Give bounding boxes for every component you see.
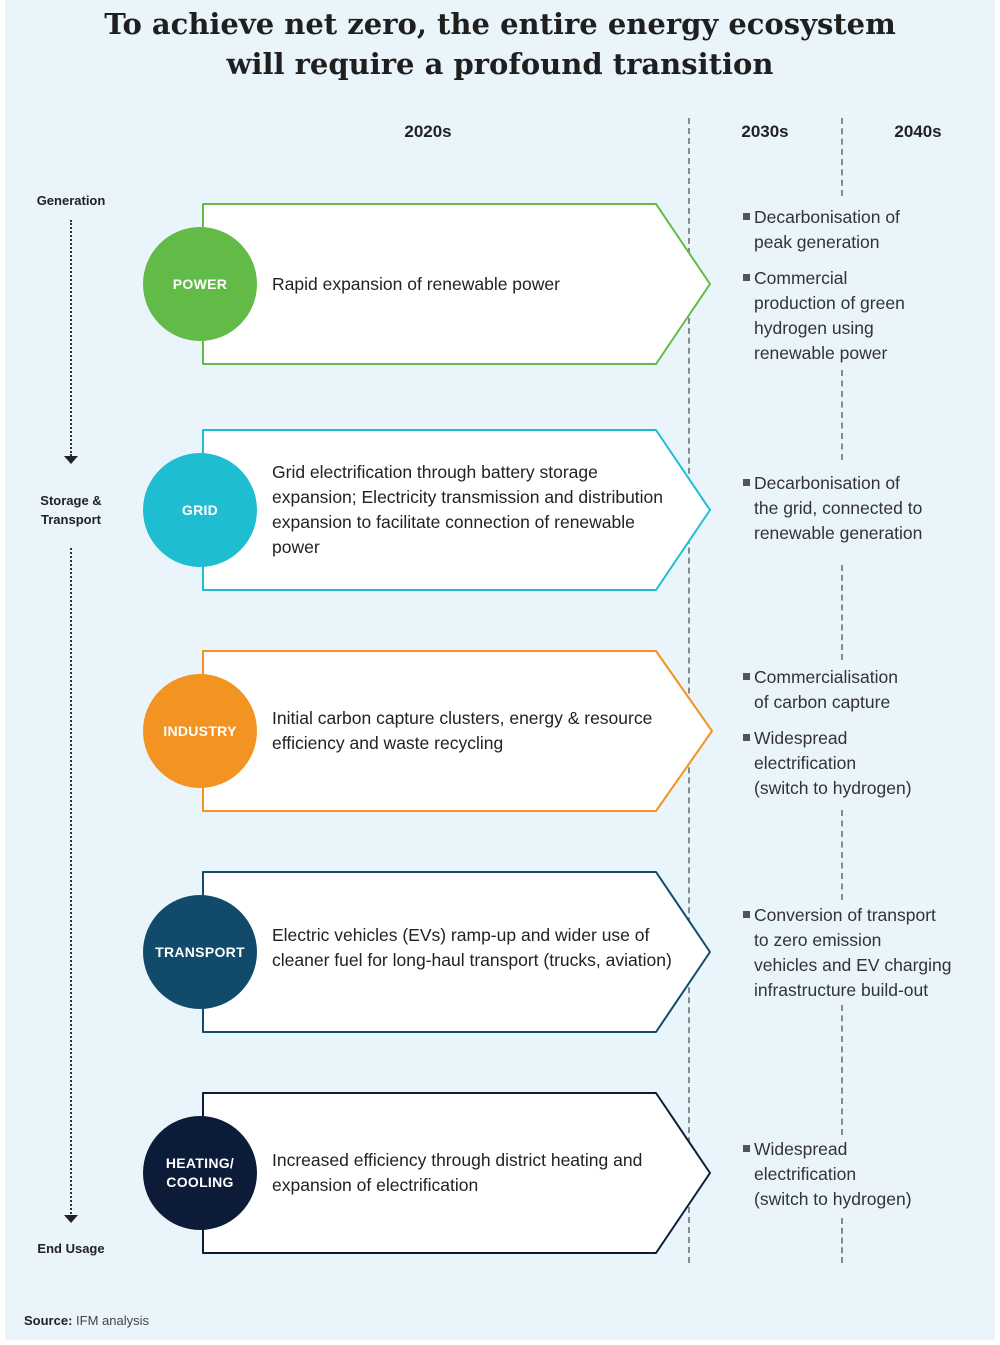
flow-dotted-line — [70, 548, 72, 1214]
source-text: IFM analysis — [76, 1313, 149, 1328]
grid-description: Grid electrification through battery sto… — [272, 462, 664, 557]
heating-description: Increased efficiency through district he… — [272, 1150, 643, 1195]
divider-2030s-2040s-segment — [841, 118, 843, 196]
list-item: Widespread electrification (switch to hy… — [742, 1137, 972, 1212]
title-line-2: will require a profound transition — [226, 47, 774, 81]
flow-arrow-down-icon — [64, 1215, 78, 1223]
grid-2020s-text: Grid electrification through battery sto… — [272, 460, 672, 560]
power-circle: POWER — [143, 227, 257, 341]
divider-2030s-2040s-segment — [841, 1218, 843, 1263]
power-description: Rapid expansion of renewable power — [272, 273, 560, 294]
power-label: POWER — [172, 275, 228, 292]
grid-label: GRID — [181, 501, 219, 518]
divider-2020s-2030s — [688, 118, 690, 1263]
column-header-2020s: 2020s — [404, 122, 452, 141]
grid-later-list: Decarbonisation of the grid, connected t… — [742, 471, 972, 557]
flow-label-generation: Generation — [36, 193, 106, 208]
heating-later-list: Widespread electrification (switch to hy… — [742, 1137, 972, 1223]
divider-2030s-2040s-segment — [841, 1005, 843, 1135]
transport-2020s-text: Electric vehicles (EVs) ramp-up and wide… — [272, 898, 672, 998]
list-item: Decarbonisation of the grid, connected t… — [742, 471, 972, 546]
power-2020s-text: Rapid expansion of renewable power — [272, 234, 672, 334]
heating-cooling-label: HEATING/ COOLING — [165, 1155, 235, 1190]
column-header-2030s: 2030s — [741, 122, 789, 141]
page-title: To achieve net zero, the entire energy e… — [0, 4, 1000, 84]
source-note: Source: IFM analysis — [24, 1313, 149, 1328]
flow-label-storage-line2: Transport — [41, 512, 101, 527]
heating-2020s-text: Increased efficiency through district he… — [272, 1123, 672, 1223]
source-label: Source: — [24, 1313, 73, 1328]
list-item: Commercialisation of carbon capture — [742, 665, 972, 715]
flow-label-end-usage: End Usage — [37, 1241, 105, 1256]
industry-description: Initial carbon capture clusters, energy … — [272, 708, 653, 753]
industry-2020s-text: Initial carbon capture clusters, energy … — [272, 681, 672, 781]
transport-label: TRANSPORT — [155, 943, 245, 960]
transport-circle: TRANSPORT — [143, 895, 257, 1009]
list-item: Commercial production of green hydrogen … — [742, 266, 972, 366]
industry-later-list: Commercialisation of carbon capture Wide… — [742, 665, 972, 812]
divider-2030s-2040s-segment — [841, 565, 843, 660]
power-later-list: Decarbonisation of peak generation Comme… — [742, 205, 972, 377]
industry-label: INDUSTRY — [163, 722, 237, 739]
divider-2030s-2040s-segment — [841, 810, 843, 900]
flow-label-storage-transport: Storage & Transport — [21, 491, 121, 529]
title-line-1: To achieve net zero, the entire energy e… — [104, 7, 896, 41]
flow-label-storage-line1: Storage & — [40, 493, 102, 508]
column-header-2040s: 2040s — [894, 122, 942, 141]
list-item: Widespread electrification (switch to hy… — [742, 726, 972, 801]
flow-dotted-line — [70, 220, 72, 456]
divider-2030s-2040s-segment — [841, 370, 843, 460]
flow-arrow-down-icon — [64, 456, 78, 464]
grid-circle: GRID — [143, 453, 257, 567]
heating-cooling-circle: HEATING/ COOLING — [143, 1116, 257, 1230]
list-item: Decarbonisation of peak generation — [742, 205, 972, 255]
transport-later-list: Conversion of transport to zero emission… — [742, 903, 972, 1014]
list-item: Conversion of transport to zero emission… — [742, 903, 972, 1003]
industry-circle: INDUSTRY — [143, 674, 257, 788]
transport-description: Electric vehicles (EVs) ramp-up and wide… — [272, 925, 672, 970]
